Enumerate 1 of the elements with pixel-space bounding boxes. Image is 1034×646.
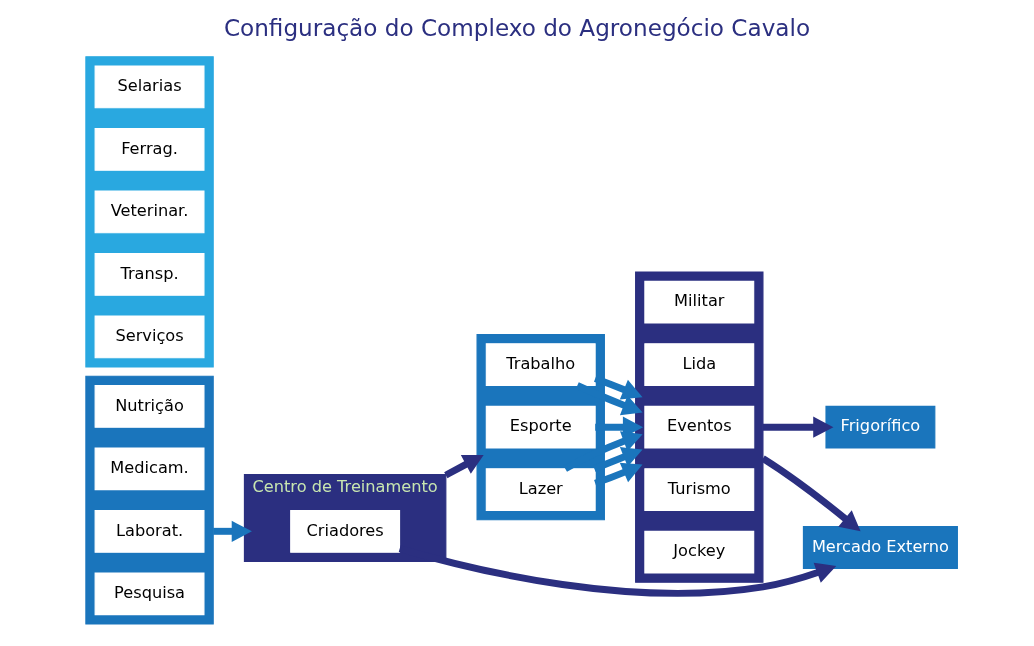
- diagram-title: Configuração do Complexo do Agronegócio Cavalo: [223, 14, 811, 41]
